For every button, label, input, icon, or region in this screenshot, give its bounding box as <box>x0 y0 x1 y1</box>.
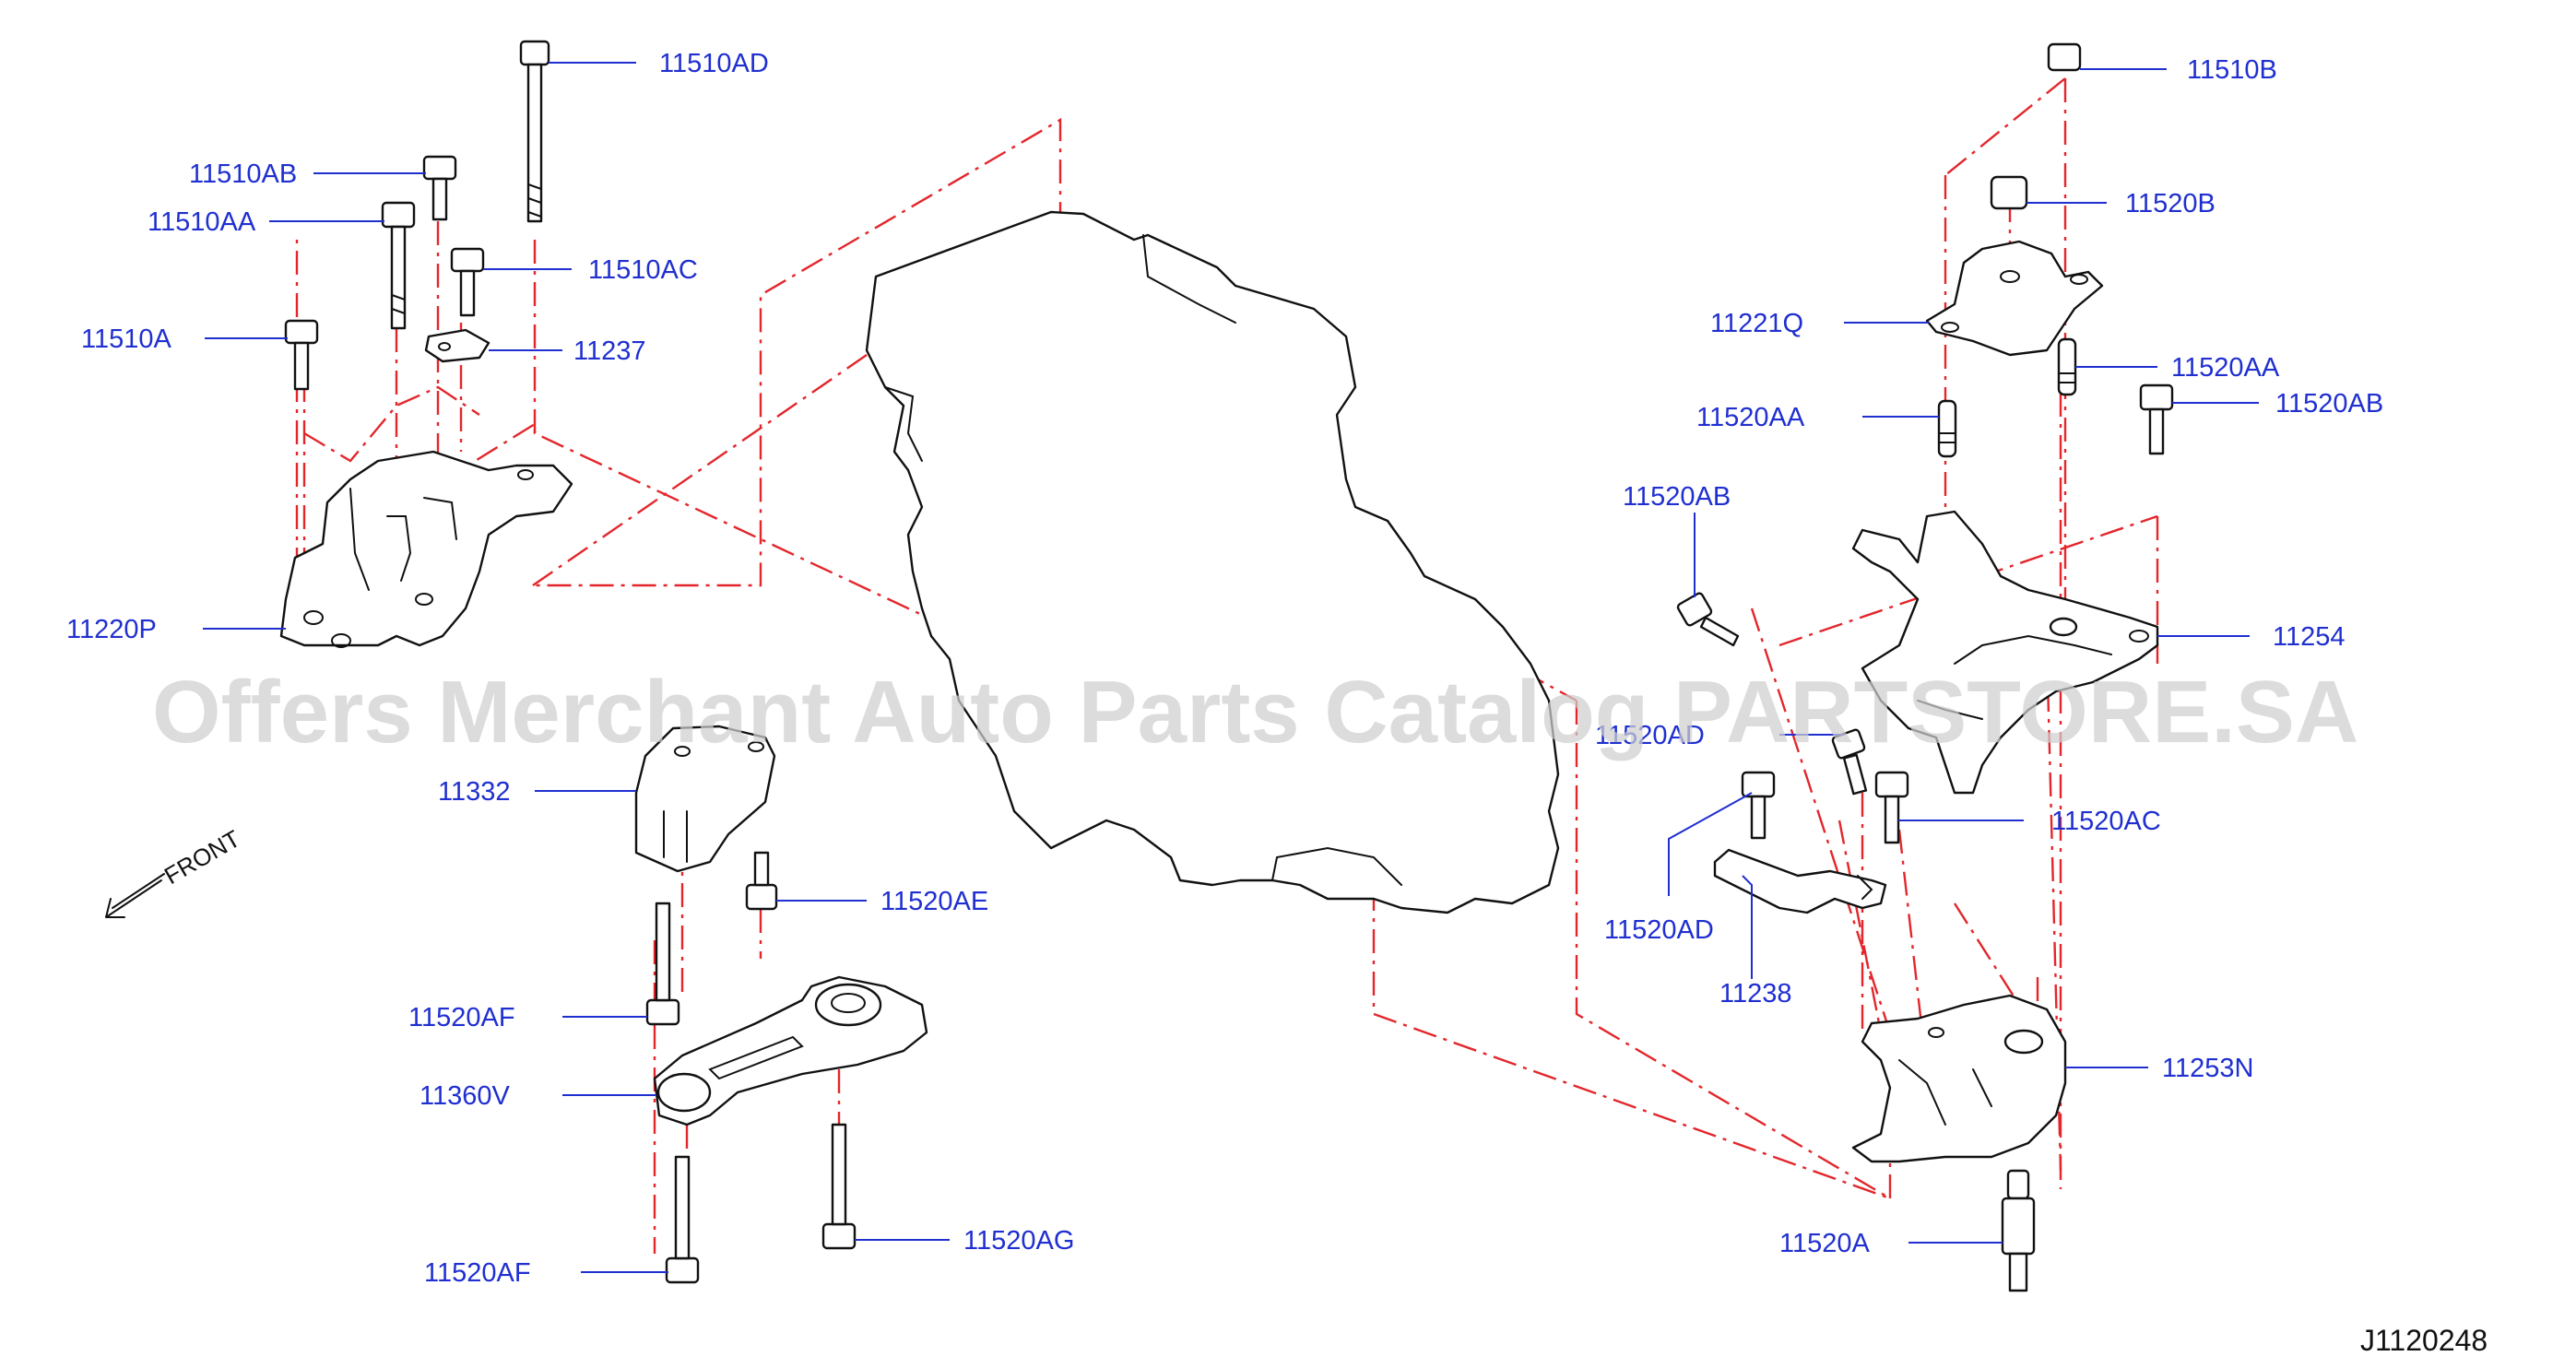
bolt-11520AD-lower <box>1741 771 1776 840</box>
bolt-11510AC <box>450 247 485 317</box>
label-11220P: 11220P <box>66 615 157 644</box>
label-11510A: 11510A <box>81 324 171 354</box>
bolt-11520AG <box>821 1123 857 1250</box>
diagram-code: J1120248 <box>2360 1324 2487 1357</box>
label-11520AG: 11520AG <box>963 1226 1074 1256</box>
label-11510B: 11510B <box>2187 55 2277 85</box>
label-11520AA-right: 11520AA <box>2171 353 2280 383</box>
bolt-11510AA <box>381 201 416 330</box>
label-11520A: 11520A <box>1779 1229 1870 1258</box>
label-11520AD-upper: 11520AD <box>1595 721 1705 750</box>
bolt-11520AF-upper <box>645 902 680 1026</box>
bolt-11520A <box>2001 1169 2036 1292</box>
label-11520AF-lower: 11520AF <box>424 1258 531 1288</box>
label-11237: 11237 <box>573 336 646 366</box>
leader-lines <box>203 62 2259 1273</box>
bolt-11520AB-left <box>1676 592 1740 647</box>
label-11238: 11238 <box>1719 979 1792 1008</box>
engine-block <box>865 210 1560 914</box>
pipe-11238 <box>1713 848 1887 914</box>
front-label: FRONT <box>160 824 245 890</box>
label-11332: 11332 <box>438 777 511 807</box>
nut-11510B <box>2047 42 2082 72</box>
label-11520AD-lower: 11520AD <box>1604 915 1714 945</box>
bolt-11510AB <box>422 155 457 221</box>
label-11360V: 11360V <box>419 1081 510 1111</box>
label-11510AA: 11510AA <box>148 207 256 237</box>
label-11520AB-left: 11520AB <box>1623 482 1731 512</box>
label-11520AE: 11520AE <box>880 887 988 916</box>
pin-11520AA-right <box>2057 337 2077 396</box>
label-11520AB-right: 11520AB <box>2275 389 2383 419</box>
label-11221Q: 11221Q <box>1710 309 1803 338</box>
bolt-11510AD <box>519 40 550 223</box>
insulator-11221Q <box>1925 240 2104 357</box>
bolt-11520AF-lower <box>665 1155 700 1284</box>
label-11520AA-left: 11520AA <box>1696 403 1805 432</box>
label-11510AC: 11510AC <box>588 255 698 285</box>
bolt-11520AB-right <box>2139 383 2174 455</box>
bolt-11510A <box>284 319 319 391</box>
nut-11520B <box>1990 175 2028 210</box>
label-11510AB: 11510AB <box>189 159 297 189</box>
part-labels: 11510AD 11510AB 11510AA 11510AC 11510A 1… <box>66 49 2383 1288</box>
bolt-11520AC <box>1874 771 1909 844</box>
label-11520B: 11520B <box>2125 189 2216 218</box>
watermark: Offers Merchant Auto Parts Catalog PARTS… <box>152 663 2358 761</box>
label-11520AF-upper: 11520AF <box>408 1003 515 1032</box>
bolt-11520AD-upper <box>1831 728 1868 796</box>
label-11254: 11254 <box>2273 622 2346 652</box>
label-11253N: 11253N <box>2162 1054 2253 1083</box>
bracket-11253N <box>1851 994 2067 1163</box>
bracket-11254 <box>1851 510 2159 795</box>
label-11520AC: 11520AC <box>2051 807 2161 836</box>
label-11510AD: 11510AD <box>659 49 769 78</box>
bolt-11520AE <box>745 851 778 911</box>
bracket-11237 <box>424 328 490 363</box>
front-arrow-icon: FRONT <box>105 824 245 918</box>
left-mount-11220P <box>279 450 573 648</box>
pin-11520AA-left <box>1937 399 1957 458</box>
torque-rod-11360V <box>653 975 928 1126</box>
bracket-11332 <box>634 725 776 873</box>
